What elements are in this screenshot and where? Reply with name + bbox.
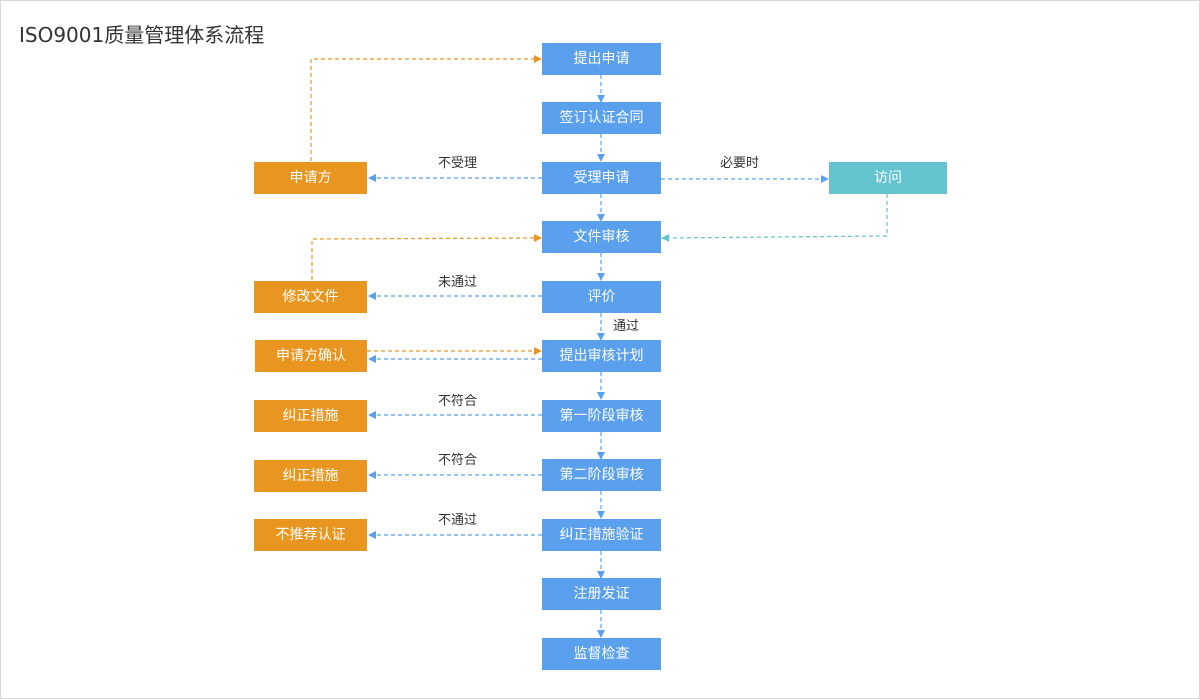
node-corrective-verify: 纠正措施验证 xyxy=(542,519,661,551)
node-evaluate: 评价 xyxy=(542,281,661,313)
node-not-recommend: 不推荐认证 xyxy=(254,519,367,551)
node-corrective-2: 纠正措施 xyxy=(254,460,367,492)
edge-applicant-apply xyxy=(310,55,542,161)
node-applicant-confirm: 申请方确认 xyxy=(255,340,367,372)
label-not-passed: 未通过 xyxy=(438,275,478,290)
node-modify-doc: 修改文件 xyxy=(254,281,367,313)
node-stage1: 第一阶段审核 xyxy=(542,400,661,432)
node-register: 注册发证 xyxy=(542,578,661,610)
page-title: ISO9001质量管理体系流程 xyxy=(19,23,265,47)
label-passed: 通过 xyxy=(613,319,640,334)
node-stage2: 第二阶段审核 xyxy=(542,459,661,491)
label-when-needed: 必要时 xyxy=(720,156,760,171)
node-visit: 访问 xyxy=(829,162,947,194)
node-corrective-1: 纠正措施 xyxy=(254,400,367,432)
node-applicant: 申请方 xyxy=(254,162,367,194)
node-supervise: 监督检查 xyxy=(542,638,661,670)
label-nonconform-2: 不符合 xyxy=(438,453,478,468)
node-doc-review: 文件审核 xyxy=(542,221,661,253)
node-audit-plan: 提出审核计划 xyxy=(542,340,661,372)
node-apply: 提出申请 xyxy=(542,43,661,75)
edge-visit-docreview xyxy=(661,194,888,242)
node-accept: 受理申请 xyxy=(542,162,661,194)
edge-modify-docreview xyxy=(311,234,542,280)
label-not-accepted: 不受理 xyxy=(438,156,478,171)
label-fail: 不通过 xyxy=(438,513,478,528)
label-nonconform-1: 不符合 xyxy=(438,394,478,409)
node-contract: 签订认证合同 xyxy=(542,102,661,134)
